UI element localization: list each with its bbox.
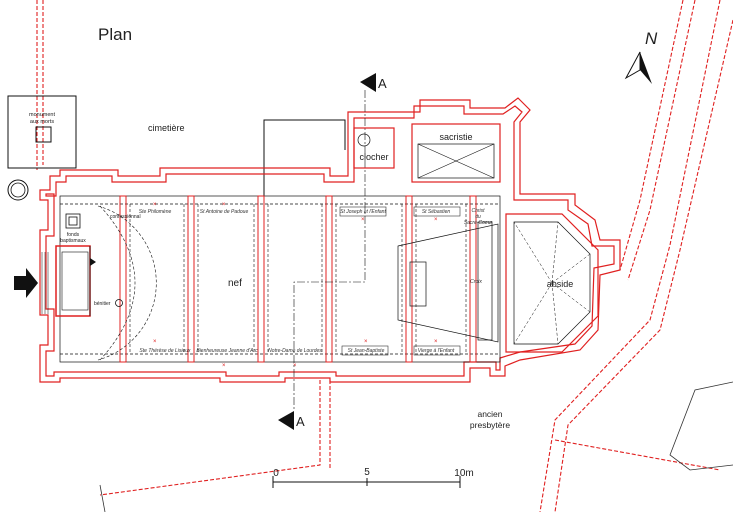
svg-text:×: × xyxy=(153,339,157,345)
svg-text:sacristie: sacristie xyxy=(439,132,472,142)
svg-text:A: A xyxy=(378,76,387,91)
chapel-boxes xyxy=(339,206,461,356)
nave-bays xyxy=(119,195,477,363)
section-marker-top: A xyxy=(360,73,387,92)
clocher: clocher xyxy=(353,127,395,169)
svg-text:clocher: clocher xyxy=(359,152,388,162)
tribune-arc xyxy=(97,205,157,361)
cimetiere-label: cimetière xyxy=(148,123,185,133)
svg-text:5: 5 xyxy=(364,467,370,478)
north-label: N xyxy=(645,29,658,48)
svg-text:Croix: Croix xyxy=(470,279,482,285)
abside: abside xyxy=(505,213,599,353)
svg-text:×: × xyxy=(361,217,365,223)
north-arrow-icon: N xyxy=(624,29,658,84)
site-boundary xyxy=(36,0,733,512)
svg-text:bénitier: bénitier xyxy=(94,301,111,307)
bay-dashes xyxy=(129,204,467,354)
nave-structure xyxy=(59,195,501,363)
svg-text:0: 0 xyxy=(273,468,279,479)
svg-text:St Antoine de Padoue: St Antoine de Padoue xyxy=(200,209,249,215)
svg-text:abside: abside xyxy=(547,279,574,289)
svg-text:Vierge à l'Enfant: Vierge à l'Enfant xyxy=(418,348,455,354)
entrance-porch xyxy=(55,245,96,317)
svg-text:A: A xyxy=(296,414,305,429)
nef-label: nef xyxy=(228,278,242,289)
section-marker-bottom: A xyxy=(278,411,305,430)
svg-text:×: × xyxy=(222,202,226,208)
svg-text:×: × xyxy=(293,363,297,369)
svg-text:St Joseph et l'Enfant: St Joseph et l'Enfant xyxy=(340,209,386,215)
entrance-steps xyxy=(41,252,49,314)
svg-text:St Jean-Baptiste: St Jean-Baptiste xyxy=(348,348,385,354)
neighbor-building xyxy=(99,381,733,512)
svg-text:St Sébastien: St Sébastien xyxy=(422,209,451,215)
svg-text:×: × xyxy=(434,339,438,345)
svg-text:×: × xyxy=(434,217,438,223)
svg-text:Ste Philomène: Ste Philomène xyxy=(139,209,172,215)
plan-title: Plan xyxy=(98,25,132,44)
sacristie: sacristie xyxy=(411,123,501,183)
cemetery-wall xyxy=(263,119,346,196)
well-icon xyxy=(7,179,29,201)
svg-text:×: × xyxy=(364,339,368,345)
svg-text:×: × xyxy=(153,202,157,208)
benitier: bénitier xyxy=(94,299,123,307)
svg-text:×: × xyxy=(222,363,226,369)
section-axis xyxy=(293,90,366,410)
church-walls xyxy=(39,97,621,383)
choir xyxy=(397,221,499,343)
confessionnal-label: confessionnal xyxy=(110,214,141,220)
chapel-labels: Ste Philomène St Antoine de Padoue St Jo… xyxy=(139,208,493,354)
entrance-arrow-icon xyxy=(14,268,38,298)
svg-text:Bienheureuse Jeanne d'Arc: Bienheureuse Jeanne d'Arc xyxy=(196,348,258,354)
tribune-curve xyxy=(99,205,136,361)
svg-text:Notre-Dame de Lourdes: Notre-Dame de Lourdes xyxy=(268,348,322,354)
svg-text:Ste Thérèse de Lisieux: Ste Thérèse de Lisieux xyxy=(139,348,191,354)
svg-text:10m: 10m xyxy=(454,468,473,479)
scale-bar: 0 5 10m xyxy=(272,467,474,488)
altar-marks: × × × × × × × × × xyxy=(153,202,438,369)
